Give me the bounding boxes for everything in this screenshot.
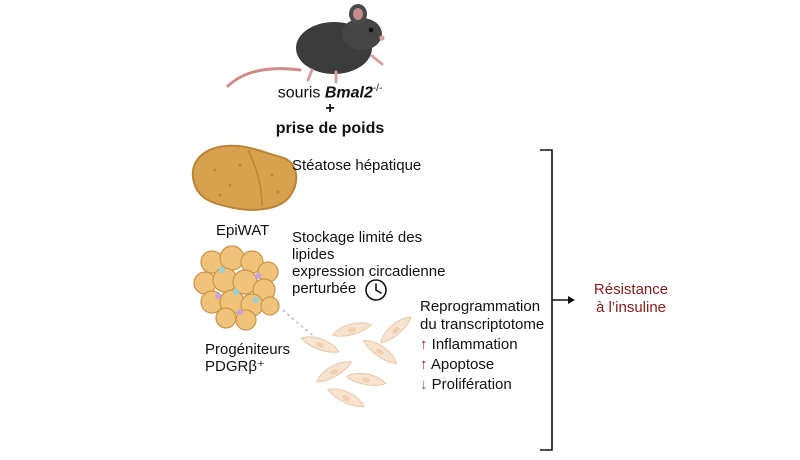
bracket bbox=[540, 149, 553, 451]
item-inflammation: ↑ Inflammation bbox=[420, 336, 518, 354]
item-label: Prolifération bbox=[431, 376, 512, 393]
weight-gain-label: prise de poids bbox=[275, 120, 385, 137]
down-arrow-icon: ↓ bbox=[420, 376, 428, 393]
liver-icon bbox=[191, 144, 298, 211]
item-apoptose: ↑ Apoptose bbox=[420, 356, 494, 374]
item-label: Inflammation bbox=[431, 336, 518, 353]
up-arrow-icon: ↑ bbox=[420, 336, 428, 353]
reprogramming-title-1: Reprogrammation bbox=[420, 298, 541, 315]
adipose-tissue-icon bbox=[193, 245, 280, 331]
outcome-line-2: à l’insuline bbox=[595, 299, 667, 316]
epiwat-line-1: Stockage limité des bbox=[292, 229, 423, 246]
mouse-prefix: souris bbox=[277, 84, 325, 102]
item-proliferation: ↓ Prolifération bbox=[420, 376, 512, 394]
gene-superscript: -/- bbox=[372, 83, 383, 94]
up-arrow-icon: ↑ bbox=[420, 356, 428, 373]
outcome-arrow bbox=[552, 296, 575, 304]
epiwat-title: EpiWAT bbox=[216, 222, 270, 239]
outcome-line-1: Résistance bbox=[593, 281, 669, 298]
gene-name: Bmal2 bbox=[324, 84, 373, 102]
epiwat-line-2: lipides bbox=[292, 246, 335, 263]
mouse-genotype: souris Bmal2-/- bbox=[250, 80, 410, 102]
progenitors-line-2: PDGRβ⁺ bbox=[205, 358, 265, 375]
dotted-connector bbox=[277, 305, 319, 341]
clock-icon bbox=[365, 279, 387, 301]
epiwat-line-3: expression circadienne bbox=[292, 263, 446, 280]
progenitor-cells-icon bbox=[300, 316, 413, 407]
liver-label: Stéatose hépatique bbox=[292, 157, 422, 174]
mouse-icon bbox=[226, 4, 385, 88]
reprogramming-title-2: du transcriptotome bbox=[420, 316, 545, 333]
progenitors-line-1: Progéniteurs bbox=[205, 341, 291, 358]
epiwat-line-4: perturbée bbox=[292, 280, 357, 297]
plus-sign: + bbox=[325, 100, 335, 117]
item-label: Apoptose bbox=[430, 356, 495, 373]
